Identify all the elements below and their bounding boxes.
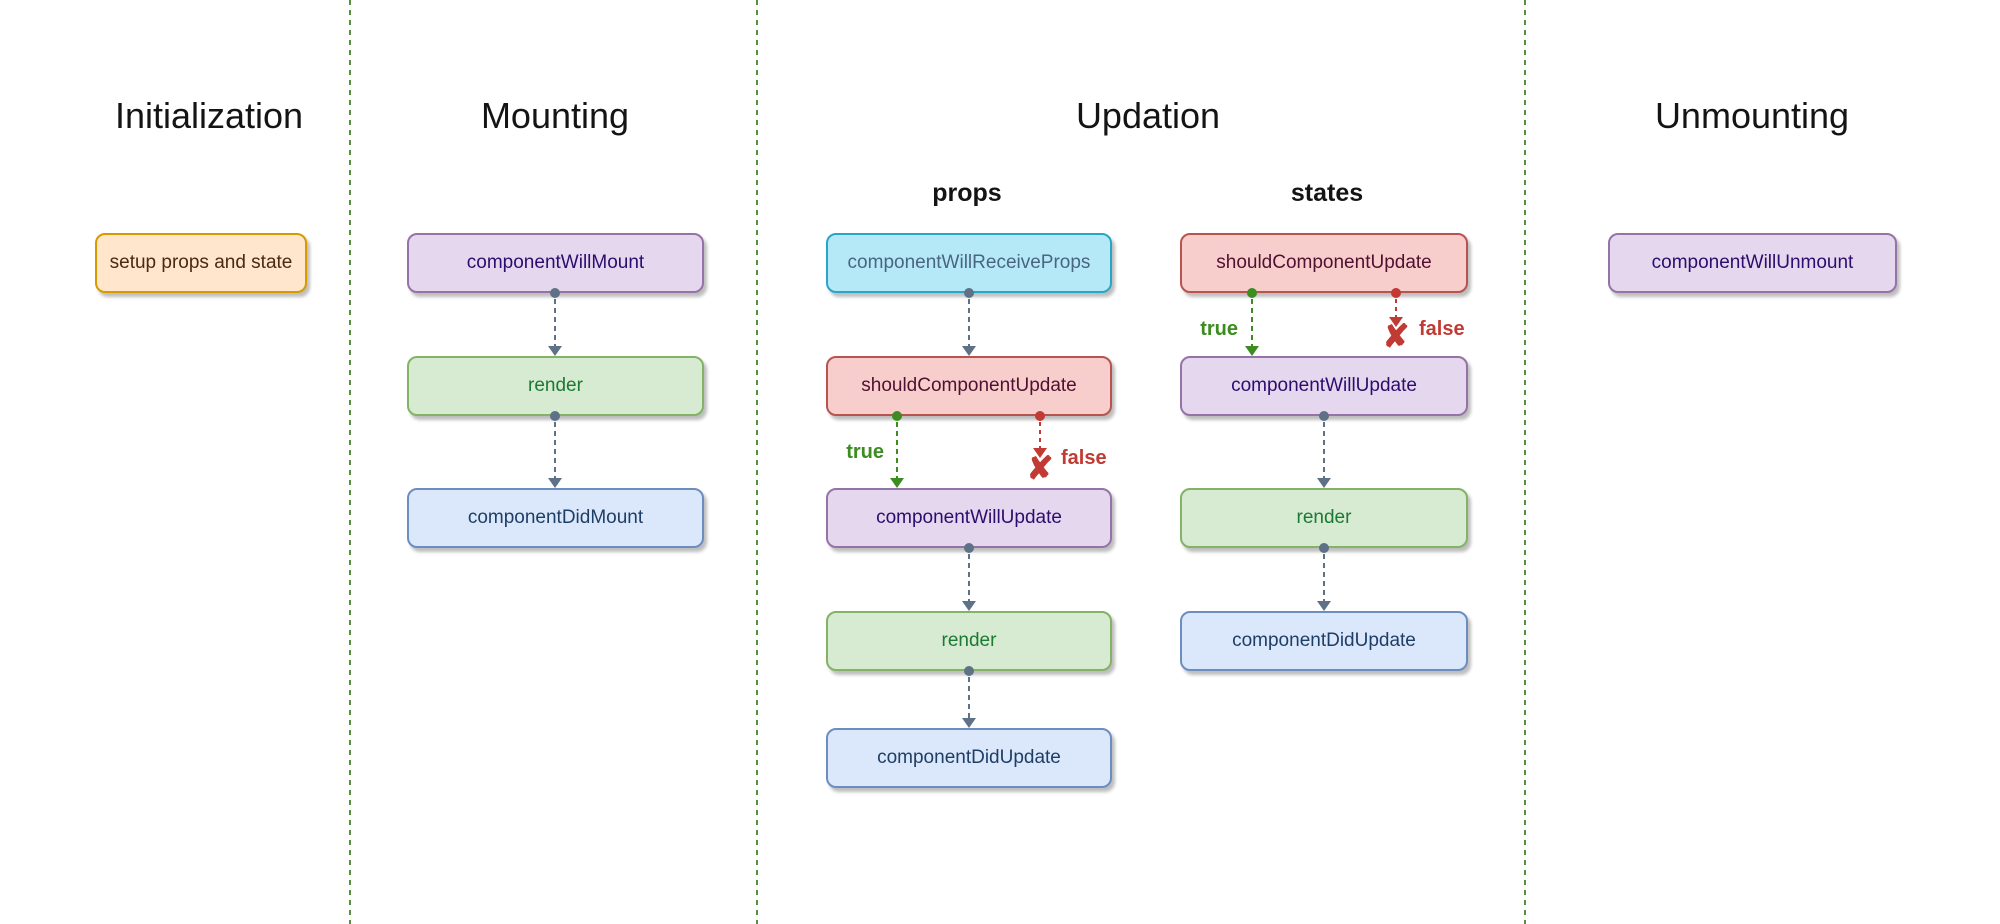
- connector-dot: [1247, 288, 1257, 298]
- node-render-props: render: [826, 611, 1112, 671]
- connector-line: [1395, 299, 1397, 318]
- node-render-mounting: render: [407, 356, 704, 416]
- subheader-props: props: [932, 179, 1002, 207]
- node-should-component-update-states: shouldComponentUpdate: [1180, 233, 1468, 293]
- connector-render-to-didmount: [547, 411, 563, 488]
- node-component-will-mount: componentWillMount: [407, 233, 704, 293]
- connector-willupdate-to-render-states: [1316, 411, 1332, 488]
- connector-dot: [550, 411, 560, 421]
- section-divider: [1524, 0, 1526, 924]
- section-title-unmounting: Unmounting: [1654, 95, 1850, 136]
- connector-dot: [964, 666, 974, 676]
- node-render-states: render: [1180, 488, 1468, 548]
- connector-dot: [964, 543, 974, 553]
- connector-false-branch-props: [1032, 411, 1048, 458]
- true-label-props: true: [846, 441, 884, 463]
- false-x-icon: ✘: [1026, 450, 1054, 486]
- connector-line: [1251, 299, 1253, 347]
- connector-line: [1039, 422, 1041, 449]
- connector-render-to-didupdate-props: [961, 666, 977, 728]
- connector-render-to-didupdate-states: [1316, 543, 1332, 611]
- node-component-will-update-props: componentWillUpdate: [826, 488, 1112, 548]
- arrowhead-icon: [890, 478, 904, 488]
- section-title-mounting: Mounting: [480, 95, 630, 136]
- node-component-will-unmount: componentWillUnmount: [1608, 233, 1897, 293]
- false-label-states: false: [1419, 318, 1465, 340]
- arrowhead-icon: [1245, 346, 1259, 356]
- true-label-states: true: [1200, 318, 1238, 340]
- connector-line: [968, 299, 970, 347]
- connector-dot: [550, 288, 560, 298]
- section-divider: [349, 0, 351, 924]
- node-setup-props-and-state: setup props and state: [95, 233, 307, 293]
- connector-true-branch-states: [1244, 288, 1260, 356]
- section-divider: [756, 0, 758, 924]
- connector-line: [1323, 422, 1325, 479]
- false-label-props: false: [1061, 447, 1107, 469]
- connector-line: [1323, 554, 1325, 602]
- subheader-states: states: [1290, 179, 1364, 207]
- node-component-will-update-states: componentWillUpdate: [1180, 356, 1468, 416]
- connector-false-branch-states: [1388, 288, 1404, 327]
- arrowhead-icon: [548, 478, 562, 488]
- arrowhead-icon: [548, 346, 562, 356]
- section-title-updation: Updation: [1075, 95, 1221, 136]
- false-x-icon: ✘: [1382, 318, 1410, 354]
- connector-dot: [892, 411, 902, 421]
- arrowhead-icon: [1317, 601, 1331, 611]
- node-component-will-receive-props: componentWillReceiveProps: [826, 233, 1112, 293]
- connector-true-branch-props: [889, 411, 905, 488]
- arrowhead-icon: [1389, 317, 1403, 327]
- node-component-did-mount: componentDidMount: [407, 488, 704, 548]
- connector-receiveprops-to-shouldupdate: [961, 288, 977, 356]
- connector-dot: [964, 288, 974, 298]
- connector-line: [968, 554, 970, 602]
- arrowhead-icon: [1033, 448, 1047, 458]
- connector-line: [896, 422, 898, 479]
- connector-dot: [1319, 543, 1329, 553]
- connector-line: [554, 422, 556, 479]
- connector-line: [554, 299, 556, 347]
- connector-willmount-to-render: [547, 288, 563, 356]
- node-component-did-update-states: componentDidUpdate: [1180, 611, 1468, 671]
- arrowhead-icon: [962, 718, 976, 728]
- node-should-component-update-props: shouldComponentUpdate: [826, 356, 1112, 416]
- arrowhead-icon: [962, 601, 976, 611]
- arrowhead-icon: [1317, 478, 1331, 488]
- node-component-did-update-props: componentDidUpdate: [826, 728, 1112, 788]
- section-title-initialization: Initialization: [114, 95, 304, 136]
- connector-line: [968, 677, 970, 719]
- connector-willupdate-to-render-props: [961, 543, 977, 611]
- connector-dot: [1319, 411, 1329, 421]
- connector-dot: [1391, 288, 1401, 298]
- arrowhead-icon: [962, 346, 976, 356]
- connector-dot: [1035, 411, 1045, 421]
